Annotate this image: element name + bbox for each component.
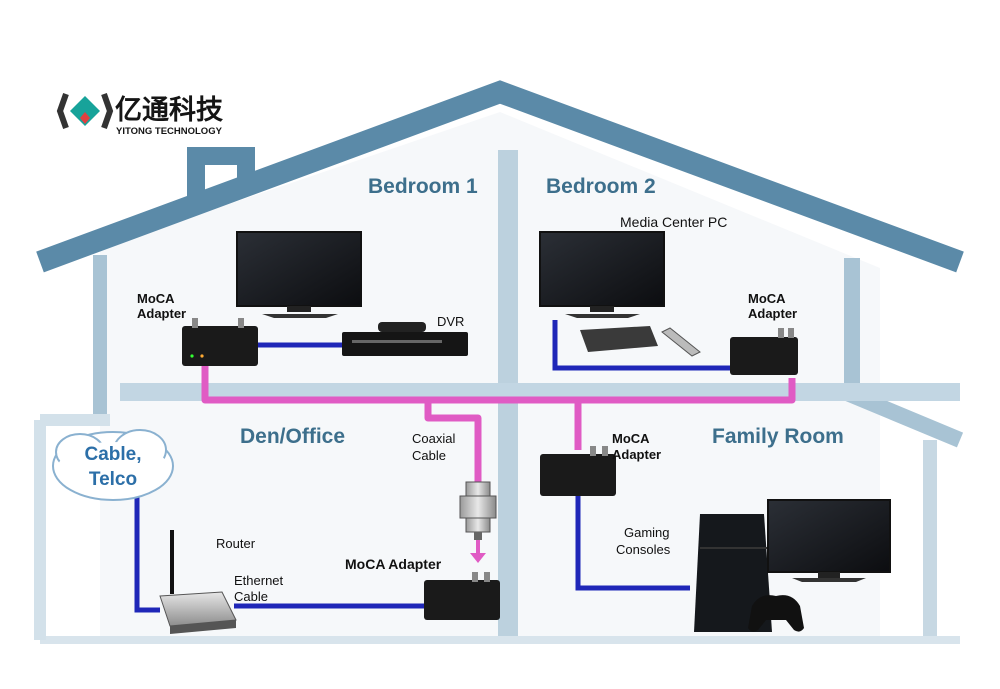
label-moca-b1-l1: MoCA	[137, 291, 175, 306]
logo-mark-icon	[56, 93, 114, 129]
bedroom2-moca-adapter[interactable]	[730, 328, 798, 375]
label-moca-fr-l1: MoCA	[612, 431, 650, 446]
logo-name-en: YITONG TECHNOLOGY	[116, 126, 223, 137]
label-coax-l2: Cable	[412, 448, 446, 463]
room-labels: Bedroom 1 Bedroom 2 Den/Office Family Ro…	[240, 175, 844, 448]
label-router: Router	[216, 536, 256, 551]
dvr-box[interactable]	[342, 322, 468, 356]
eth-cloud-router	[134, 496, 160, 613]
family-moca-adapter[interactable]	[540, 446, 616, 496]
label-gaming-l1: Gaming	[624, 525, 670, 540]
chimney	[187, 147, 255, 208]
media-center-monitor	[539, 231, 665, 318]
remote-icon	[661, 327, 701, 357]
label-cable-l1: Cable,	[84, 444, 141, 465]
connect-arrowhead	[470, 553, 486, 563]
label-moca-b1-l2: Adapter	[137, 306, 186, 321]
label-coax-l1: Coaxial	[412, 431, 455, 446]
room-label-bedroom2: Bedroom 2	[546, 175, 656, 198]
den-moca-adapter[interactable]	[424, 572, 500, 620]
router-device[interactable]	[159, 530, 237, 634]
label-moca-den: MoCA Adapter	[345, 556, 442, 572]
bedroom1-moca-adapter[interactable]	[182, 318, 258, 366]
label-ethernet-l2: Cable	[234, 589, 268, 604]
label-moca-b2-l1: MoCA	[748, 291, 786, 306]
label-ethernet-l1: Ethernet	[234, 573, 284, 588]
cable-telco-cloud	[52, 429, 174, 501]
room-label-bedroom1: Bedroom 1	[368, 175, 478, 198]
device-labels: MoCA Adapter DVR Media Center PC MoCA Ad…	[84, 214, 797, 604]
eth-family-console	[575, 495, 690, 591]
label-cable-l2: Telco	[89, 469, 137, 490]
coax-connector-icon	[459, 481, 497, 540]
game-console	[694, 514, 772, 632]
room-label-den: Den/Office	[240, 425, 345, 448]
label-moca-fr-l2: Adapter	[612, 447, 661, 462]
coax-network	[201, 360, 796, 563]
ethernet-network	[134, 320, 730, 613]
coax-drop-den	[424, 400, 482, 482]
eth-b2-pc	[552, 320, 730, 371]
coax-main-run	[201, 360, 796, 404]
company-logo: 亿通科技 YITONG TECHNOLOGY	[56, 93, 223, 137]
label-media-center: Media Center PC	[620, 214, 727, 230]
room-label-family: Family Room	[712, 425, 844, 448]
gamepad-icon	[748, 595, 804, 632]
family-tv	[767, 499, 891, 582]
bedroom1-tv	[236, 231, 362, 318]
keyboard-icon	[580, 326, 658, 352]
label-moca-b2-l2: Adapter	[748, 306, 797, 321]
label-dvr: DVR	[437, 314, 464, 329]
label-gaming-l2: Consoles	[616, 542, 671, 557]
logo-name-cn: 亿通科技	[115, 95, 223, 125]
